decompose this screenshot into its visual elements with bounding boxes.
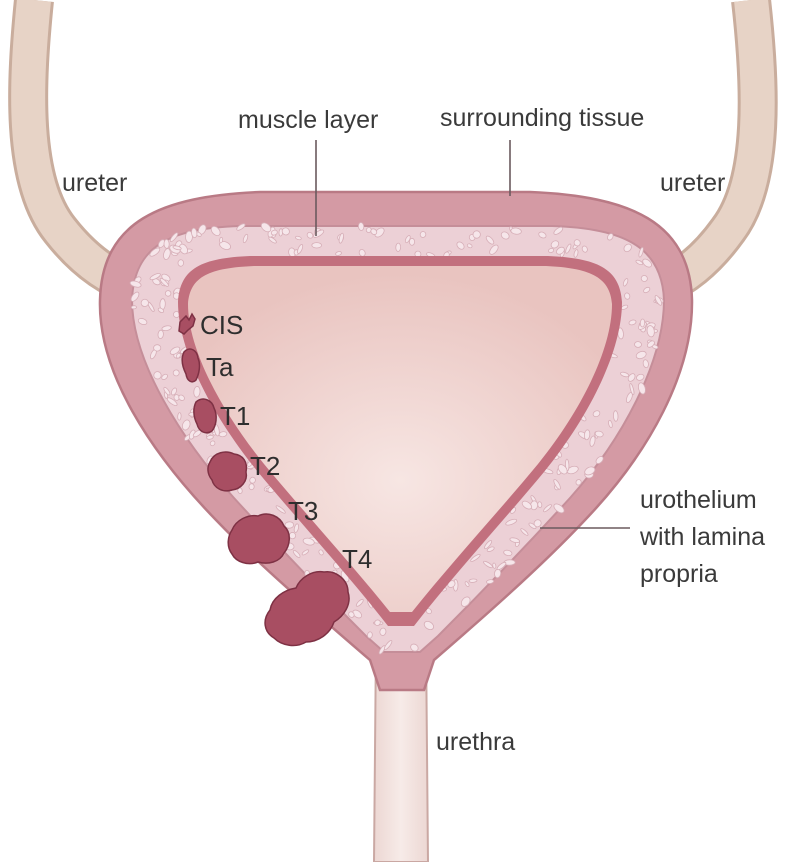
urothelium-label-line3: propria bbox=[640, 560, 718, 588]
muscle-layer-label: muscle layer bbox=[238, 106, 378, 134]
tumor-t2 bbox=[208, 452, 246, 491]
muscle-cell bbox=[469, 579, 477, 583]
muscle-cell bbox=[154, 345, 161, 352]
muscle-cell bbox=[641, 275, 648, 282]
muscle-cell bbox=[396, 243, 401, 252]
stage-label-t2: T2 bbox=[250, 451, 280, 481]
muscle-cell bbox=[613, 411, 618, 422]
urethra-label: urethra bbox=[436, 728, 515, 756]
surrounding-tissue-label: surrounding tissue bbox=[440, 104, 644, 132]
muscle-cell bbox=[178, 259, 184, 266]
muscle-cell bbox=[164, 239, 170, 248]
muscle-cell bbox=[249, 484, 254, 490]
stage-label-t3: T3 bbox=[288, 496, 318, 526]
muscle-cell bbox=[367, 631, 373, 638]
muscle-cell bbox=[131, 306, 136, 309]
muscle-cell bbox=[358, 222, 364, 231]
muscle-cell bbox=[177, 412, 181, 420]
muscle-cell bbox=[537, 501, 542, 508]
muscle-cell bbox=[219, 237, 223, 243]
stage-label-cis: CIS bbox=[200, 310, 243, 340]
tumor-t4 bbox=[265, 572, 349, 646]
ureter-right-label: ureter bbox=[660, 169, 725, 197]
muscle-cell bbox=[312, 243, 322, 248]
muscle-cell bbox=[158, 330, 164, 339]
stage-label-ta: Ta bbox=[206, 352, 234, 382]
urothelium-label-line1: urothelium bbox=[640, 486, 757, 514]
muscle-cell bbox=[409, 238, 414, 245]
muscle-cell bbox=[634, 341, 641, 347]
stage-label-t4: T4 bbox=[342, 544, 372, 574]
urothelium-label-line2: with lamina bbox=[639, 523, 765, 551]
stage-label-t1: T1 bbox=[220, 401, 250, 431]
tumor-t3 bbox=[228, 514, 289, 564]
ureter-left-label: ureter bbox=[62, 169, 127, 197]
muscle-cell bbox=[640, 319, 645, 327]
